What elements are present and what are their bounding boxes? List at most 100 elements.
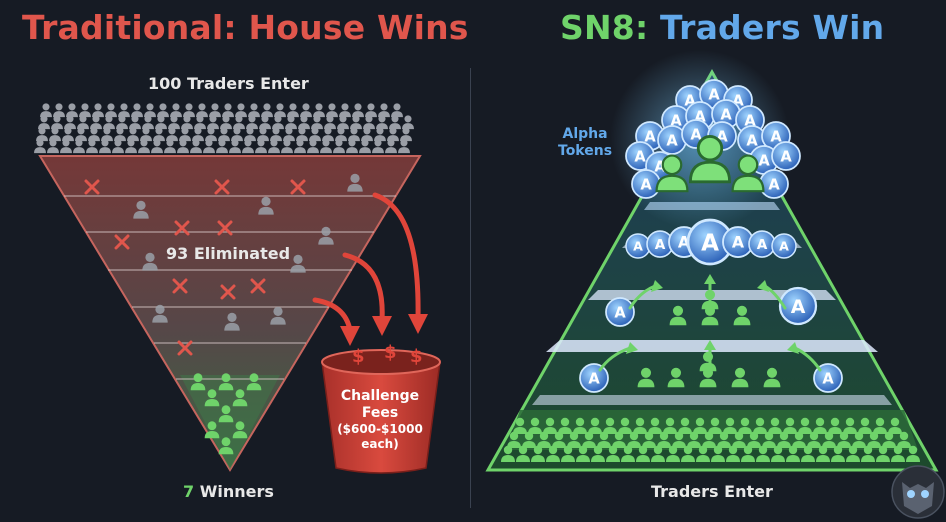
x-mark-icon	[220, 284, 236, 300]
trader-person-icon	[49, 127, 61, 142]
trader-person-icon	[192, 127, 204, 142]
trader-person-icon	[229, 139, 241, 154]
trader-person-icon	[103, 115, 115, 130]
trader-person-icon	[309, 127, 321, 142]
alpha-token-coin-icon: A	[778, 286, 818, 326]
svg-text:A: A	[708, 86, 720, 103]
traders-enter-label: 100 Traders Enter	[148, 74, 309, 93]
trader-person-icon	[248, 103, 260, 118]
owl-logo-icon	[891, 465, 945, 519]
svg-text:A: A	[644, 128, 656, 145]
bucket-title-2: Fees	[361, 405, 399, 421]
svg-text:A: A	[666, 132, 678, 149]
trader-person-icon	[66, 103, 78, 118]
trader-person-icon	[205, 127, 217, 142]
svg-text:A: A	[614, 304, 626, 321]
trader-person-icon	[313, 103, 325, 118]
svg-text:A: A	[770, 128, 782, 145]
winners-word: Winners	[194, 482, 274, 501]
trader-person-icon	[268, 139, 280, 154]
bucket-title-1: Challenge	[340, 388, 420, 404]
trader-person-icon	[231, 127, 243, 142]
trader-person-icon	[101, 127, 113, 142]
trader-person-icon	[222, 103, 234, 118]
trader-person-icon	[281, 139, 293, 154]
trader-person-icon	[376, 115, 388, 130]
trader-person-icon	[374, 127, 386, 142]
trader-person-icon	[60, 139, 72, 154]
trader-person-icon	[220, 115, 232, 130]
trader-person-icon	[257, 127, 269, 142]
trader-person-icon	[272, 115, 284, 130]
trader-person-icon	[140, 127, 152, 142]
svg-text:A: A	[780, 148, 792, 165]
alpha-tokens-label-2: Tokens	[558, 143, 613, 159]
winners-count: 7	[183, 482, 195, 501]
trader-person-icon	[307, 139, 319, 154]
trader-person-icon	[218, 127, 230, 142]
right-title: SN8: Traders Win	[560, 8, 884, 47]
trader-person-icon	[194, 115, 206, 130]
trader-person-icon	[387, 127, 399, 142]
trader-person-icon	[391, 103, 403, 118]
svg-text:A: A	[633, 239, 643, 254]
alpha-token-coin-icon: A	[748, 230, 776, 258]
svg-text:A: A	[670, 112, 682, 129]
trader-person-icon	[261, 103, 273, 118]
trader-person-icon	[155, 115, 167, 130]
trader-person-icon	[168, 115, 180, 130]
svg-text:A: A	[701, 230, 719, 256]
bucket-label: Challenge Fees ($600-$1000 each)	[325, 388, 435, 452]
alpha-tokens-label-1: Alpha	[562, 126, 608, 142]
trader-person-icon	[36, 127, 48, 142]
trader-person-icon	[153, 127, 165, 142]
trader-person-icon	[47, 139, 59, 154]
trader-person-icon	[79, 103, 91, 118]
trader-person-icon	[270, 127, 282, 142]
svg-text:A: A	[791, 296, 806, 318]
right-traders-enter-label: Traders Enter	[651, 482, 773, 501]
left-title: Traditional: House Wins	[22, 8, 469, 47]
trader-person-icon	[365, 103, 377, 118]
trader-person-icon	[235, 103, 247, 118]
trader-person-icon	[118, 103, 130, 118]
trader-person-icon	[99, 139, 111, 154]
svg-text:A: A	[732, 233, 745, 252]
alpha-token-coin-icon: A	[631, 169, 661, 199]
trader-person-icon	[116, 115, 128, 130]
right-title-sn8: SN8:	[560, 8, 649, 47]
svg-text:A: A	[744, 112, 756, 129]
x-mark-icon	[84, 179, 100, 195]
trader-person-icon	[129, 115, 141, 130]
trader-person-icon	[170, 103, 182, 118]
trader-person-icon	[298, 115, 310, 130]
trader-person-icon	[389, 115, 401, 130]
svg-text:A: A	[822, 370, 834, 387]
trader-person-icon	[62, 127, 74, 142]
trader-person-icon	[77, 115, 89, 130]
trader-person-icon	[196, 103, 208, 118]
trader-person-icon	[333, 139, 345, 154]
svg-text:A: A	[588, 370, 600, 387]
x-mark-icon	[174, 220, 190, 236]
x-mark-icon	[217, 220, 233, 236]
trader-person-icon	[86, 139, 98, 154]
x-mark-icon	[172, 278, 188, 294]
trader-person-icon	[378, 103, 390, 118]
panel-divider	[470, 68, 471, 508]
trader-person-icon	[324, 115, 336, 130]
trader-person-icon	[398, 139, 410, 154]
trader-person-icon	[242, 139, 254, 154]
trader-person-icon	[203, 139, 215, 154]
trader-person-icon	[300, 103, 312, 118]
trader-person-icon	[274, 103, 286, 118]
alpha-token-coin-icon: A	[771, 141, 801, 171]
trader-person-icon	[255, 139, 267, 154]
trader-person-icon	[190, 139, 202, 154]
trader-person-icon	[359, 139, 371, 154]
trader-person-icon	[209, 103, 221, 118]
trader-person-icon	[90, 115, 102, 130]
up-arrows	[598, 280, 822, 372]
trader-person-icon	[127, 127, 139, 142]
trader-person-icon	[233, 115, 245, 130]
